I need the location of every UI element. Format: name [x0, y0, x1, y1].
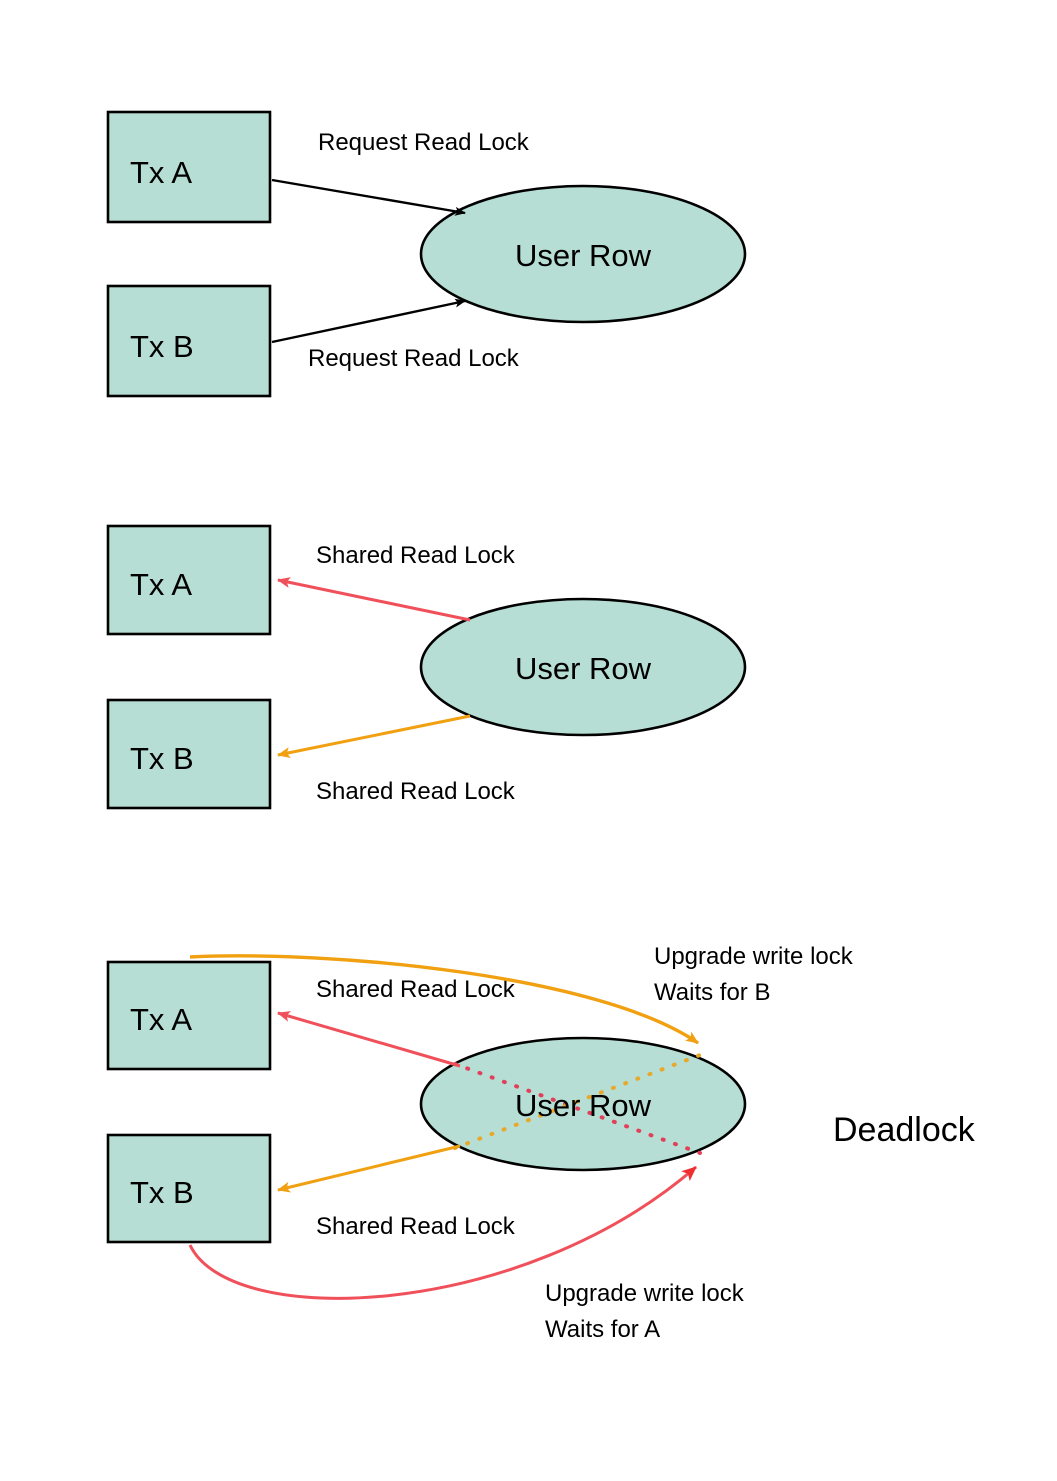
node-tx-a-box[interactable]	[106, 960, 272, 1071]
edge-a-shared-label: Shared Read Lock	[316, 542, 516, 569]
node-tx-b-box[interactable]	[106, 1133, 272, 1244]
node-tx-a-label: Tx A	[130, 1002, 192, 1037]
edge-b-shared-label: Shared Read Lock	[316, 1213, 516, 1240]
node-user-row-ellipse[interactable]	[419, 1036, 747, 1172]
panel-request: Tx A Tx B User Row Request Read Lock Req…	[106, 110, 747, 398]
edge-b-upgrade-label-line2: Waits for A	[545, 1316, 660, 1343]
edge-b-request-label: Request Read Lock	[308, 345, 520, 372]
edge-b-shared-arrow	[277, 714, 471, 759]
node-user-row-label: User Row	[515, 1088, 652, 1123]
edge-a-shared-label: Shared Read Lock	[316, 976, 516, 1003]
node-user-row-ellipse[interactable]	[419, 184, 747, 324]
edge-b-shared-dotted-trace	[453, 1053, 702, 1150]
edge-b-shared-label: Shared Read Lock	[316, 778, 516, 805]
node-tx-a-label: Tx A	[130, 155, 192, 190]
edge-a-shared-arrow	[277, 577, 471, 622]
deadlock-annotation: Deadlock	[833, 1111, 976, 1149]
node-tx-b-box[interactable]	[106, 284, 272, 398]
node-tx-b-label: Tx B	[130, 329, 194, 364]
node-tx-b-box[interactable]	[106, 698, 272, 810]
node-user-row-label: User Row	[515, 651, 652, 686]
node-tx-a-label: Tx A	[130, 567, 192, 602]
edge-b-shared-arrow	[277, 1144, 461, 1193]
edge-a-request-label: Request Read Lock	[318, 129, 530, 156]
edge-b-upgrade-label-line1: Upgrade write lock	[545, 1280, 745, 1307]
panel-deadlock: Tx A Tx B User Row Shared Read Lock Shar…	[106, 943, 976, 1343]
edge-a-shared-dotted-trace	[453, 1062, 702, 1155]
node-tx-a-box[interactable]	[106, 524, 272, 636]
node-user-row-ellipse[interactable]	[419, 597, 747, 737]
edge-a-upgrade-label-line2: Waits for B	[654, 979, 770, 1006]
node-tx-b-label: Tx B	[130, 1175, 194, 1210]
edge-a-shared-arrow	[277, 1011, 461, 1068]
node-tx-b-label: Tx B	[130, 741, 194, 776]
edge-a-request-arrow	[271, 178, 466, 216]
node-user-row-label: User Row	[515, 238, 652, 273]
edge-b-upgrade-arrow	[188, 1165, 697, 1300]
panel-granted: Tx A Tx B User Row Shared Read Lock Shar…	[106, 524, 747, 810]
node-tx-a-box[interactable]	[106, 110, 272, 224]
edge-a-upgrade-arrow	[189, 954, 699, 1045]
edge-b-request-arrow	[271, 298, 466, 344]
edge-a-upgrade-label-line1: Upgrade write lock	[654, 943, 854, 970]
